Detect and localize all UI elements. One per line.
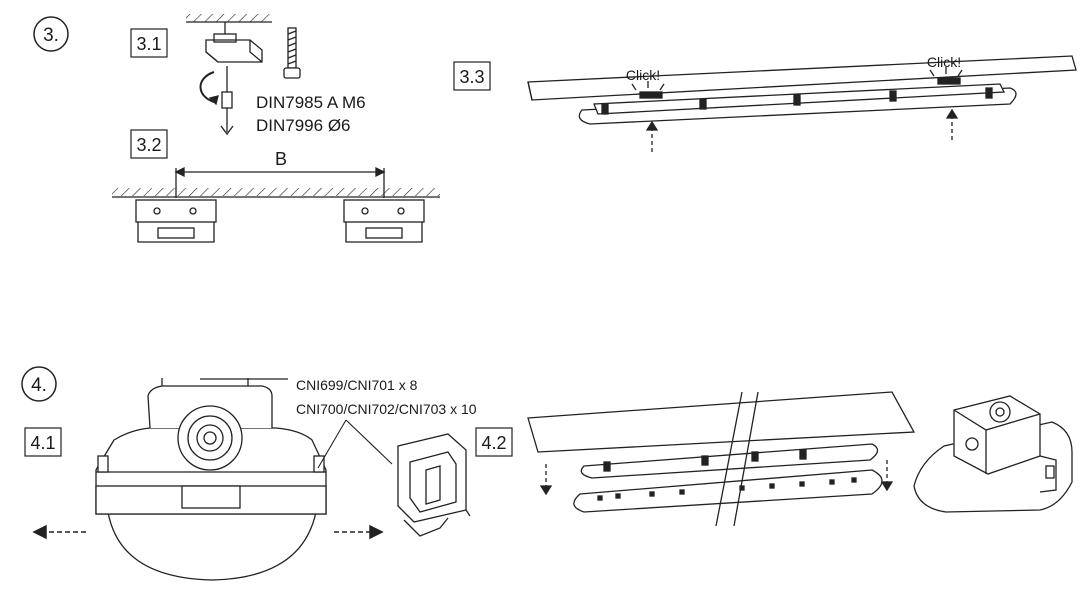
screw-spec-line1: DIN7985 A M6 xyxy=(256,93,366,112)
luminaire-removal-diagram xyxy=(527,391,916,527)
clip-part-icon xyxy=(397,433,471,537)
parts-line1: CNI699/CNI701 x 8 xyxy=(296,377,418,393)
substep-4-1-box: 4.1 xyxy=(24,427,62,457)
svg-text:3.3: 3.3 xyxy=(459,67,484,87)
svg-text:3.2: 3.2 xyxy=(136,135,161,155)
svg-text:4.2: 4.2 xyxy=(481,433,506,453)
click-label-left: Click! xyxy=(626,67,660,83)
luminaire-click-mount xyxy=(527,55,1077,152)
substep-3-3-box: 3.3 xyxy=(453,61,491,91)
end-cap-part-icon xyxy=(913,395,1073,513)
svg-text:4.1: 4.1 xyxy=(30,433,55,453)
svg-text:3.1: 3.1 xyxy=(136,34,161,54)
substep-3-1-box: 3.1 xyxy=(130,28,168,58)
step-4-label: 4. xyxy=(31,375,47,396)
clip-callout-lines xyxy=(317,419,393,469)
screw-icon xyxy=(283,27,301,79)
bracket-spacing-diagram xyxy=(112,166,440,243)
substep-4-2-box: 4.2 xyxy=(475,427,513,457)
step-4-marker: 4. xyxy=(21,366,57,402)
distance-b-label: B xyxy=(275,149,287,169)
substep-3-2-box: 3.2 xyxy=(130,129,168,159)
ceiling-bracket-detail xyxy=(186,14,272,136)
luminaire-end-view xyxy=(95,378,327,581)
step-3-label: 3. xyxy=(43,25,59,46)
click-label-right: Click! xyxy=(927,54,961,70)
screw-spec-line2: DIN7996 Ø6 xyxy=(256,116,351,135)
pull-out-arrows xyxy=(32,524,384,540)
step-3-marker: 3. xyxy=(33,16,69,52)
parts-line2: CNI700/CNI702/CNI703 x 10 xyxy=(296,401,477,417)
